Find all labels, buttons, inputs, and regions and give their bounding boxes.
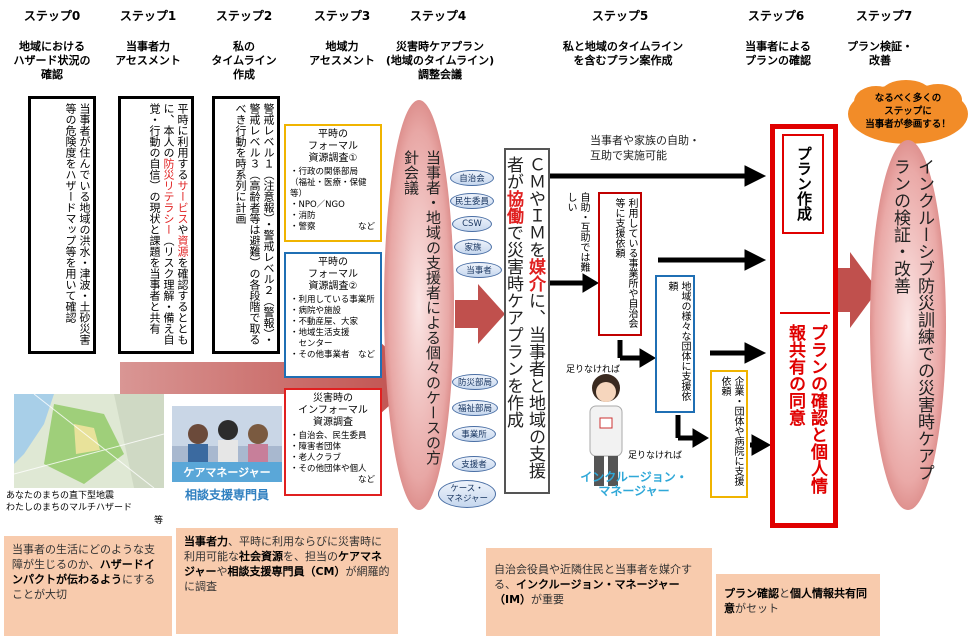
step2-label: ステップ2 bbox=[215, 9, 273, 23]
hazard-map-image bbox=[14, 394, 164, 488]
verify-oval bbox=[870, 140, 946, 510]
pill-family: 家族 bbox=[454, 239, 492, 255]
not-enough-label-1: 足りなければ bbox=[566, 365, 621, 375]
step1-label: ステップ1 bbox=[119, 9, 177, 23]
list-item: センター bbox=[290, 339, 333, 349]
meeting-text: 当事者・地域の支援者による個々のケースの方針会議 bbox=[402, 150, 442, 465]
callout-plan-consent: プラン確認と個人情報共有同意がセット bbox=[716, 574, 880, 636]
inclusion-manager-figure bbox=[589, 374, 623, 486]
step3-title: 地域力 アセスメント bbox=[309, 40, 375, 67]
arrow-to-verify bbox=[838, 252, 878, 328]
callout-social-resources: 当事者力、平時に利用ならびに災害時に利用可能な社会資源を、担当のケアマネジャーや… bbox=[176, 528, 398, 634]
list-item: など bbox=[290, 475, 376, 485]
cm-im-box: ＣＭやＩＭを媒介に、当事者と地域の支援者が協働で災害時ケアプランを作成 bbox=[503, 148, 550, 494]
care-manager-label: 相談支援専門員 bbox=[184, 488, 269, 502]
care-manager-banner: ケアマネージャー bbox=[172, 462, 282, 482]
support-request-box-1: 利用している事業所や自治会等に支援依頼 bbox=[598, 192, 642, 336]
step1-box: 平時に利用するサービスや資源を確認するとともに、本人の防災リテラシー（リスク理解… bbox=[118, 96, 194, 354]
verify-text: インクルーシブ防災訓練での災害時ケアプランの検証・改善 bbox=[890, 158, 934, 481]
list-item: ・行政の関係部局 bbox=[290, 167, 359, 177]
step3-formal-survey-2: 平時の フォーマル 資源調査② ・利用している事業所 ・病院や施設 ・不動産屋、… bbox=[284, 252, 382, 378]
cloud-shape bbox=[848, 80, 968, 144]
step6-title: 当事者による プランの確認 bbox=[745, 40, 811, 67]
map-caption-suffix: 等 bbox=[154, 516, 164, 526]
im-label: インクルージョン・ マネージャー bbox=[580, 470, 688, 498]
callout-hazard-impact: 当事者の生活にどのような支障が生じるのか、ハザードインパクトが伝わるようにするこ… bbox=[4, 536, 172, 636]
step2-box: 警戒レベル１（注意報）・警戒レベル２（警報）・警戒レベル３（高齢者等は避難）の各… bbox=[212, 96, 280, 354]
step7-title: プラン検証・ 改善 bbox=[847, 40, 913, 67]
cloud-text: なるべく多くの ステップに 当事者が参画する！ bbox=[865, 93, 951, 130]
step2-title: 私の タイムライン 作成 bbox=[211, 40, 277, 81]
step4-title: 災害時ケアプラン (地域のタイムライン) 調整会議 bbox=[385, 40, 495, 81]
list-item: ・病院や施設 bbox=[290, 306, 342, 316]
pill-csw: CSW bbox=[452, 216, 492, 232]
arrow-to-cm bbox=[455, 284, 505, 344]
step3-informal-survey: 災害時の インフォーマル 資源調査 ・自治会、民生委員 ・障害者団体 ・老人クラ… bbox=[284, 388, 382, 496]
meeting-oval bbox=[384, 100, 454, 510]
self-help-text: 当事者や家族の自助・ 互助で実施可能 bbox=[590, 134, 700, 162]
map-caption: あなたのまちの直下型地震 わたしのまちのマルチハザード bbox=[6, 491, 133, 513]
step4-label: ステップ4 bbox=[409, 9, 467, 23]
not-enough-label-2: 足りなければ bbox=[628, 451, 683, 461]
step7-label: ステップ7 bbox=[855, 9, 913, 23]
step3-label: ステップ3 bbox=[313, 9, 371, 23]
list-item: ・障害者団体 bbox=[290, 442, 342, 452]
step3-box1-title: 平時の フォーマル 資源調査① bbox=[308, 129, 358, 164]
step6-label: ステップ6 bbox=[747, 9, 805, 23]
plan-confirm-frame bbox=[770, 124, 838, 528]
difficult-text: 自助・互助では難しい bbox=[565, 192, 589, 272]
pill-shiensha: 支援者 bbox=[452, 456, 496, 472]
step0-label: ステップ0 bbox=[23, 9, 81, 23]
support-request-box-3: 企業・団体や病院に支援依頼 bbox=[710, 370, 748, 498]
step0-title: 地域における ハザード状況の 確認 bbox=[13, 40, 91, 81]
list-item: ・その他団体や個人 bbox=[290, 464, 367, 474]
main-flow-arrow bbox=[120, 342, 420, 414]
pill-jichikai: 自治会 bbox=[450, 170, 494, 186]
step5-label: ステップ5 bbox=[591, 9, 649, 23]
list-item: （福祉・医療・保健等） bbox=[290, 178, 367, 199]
plan-confirm-text: プランの確認と個人情報共有の同意 bbox=[780, 312, 830, 520]
list-item: ・地域生活支援 bbox=[290, 328, 350, 338]
pill-fukushi: 福祉部局 bbox=[452, 400, 498, 416]
step1-title: 当事者力 アセスメント bbox=[115, 40, 181, 67]
list-item: ・NPO／NGO bbox=[290, 200, 345, 210]
pill-case-manager: ケース・ マネジャー bbox=[438, 480, 496, 508]
step0-box: 当事者が住んでいる地域の洪水・津波・土砂災害等の危険度をハザードマップ等を用いて… bbox=[28, 96, 96, 354]
step3-formal-survey-1: 平時の フォーマル 資源調査① ・行政の関係部局 （福祉・医療・保健等） ・NP… bbox=[284, 124, 382, 242]
pill-jigyosho: 事業所 bbox=[452, 426, 496, 442]
step3-box3-title: 災害時の インフォーマル 資源調査 bbox=[298, 393, 368, 428]
step5-title: 私と地域のタイムライン を含むプラン案作成 bbox=[562, 40, 684, 67]
list-item: ・不動産屋、大家 bbox=[290, 317, 359, 327]
callout-inclusion-manager: 自治会役員や近隣住民と当事者を媒介する、インクルージョン・マネージャー（IM）が… bbox=[486, 548, 712, 636]
step3-box2-title: 平時の フォーマル 資源調査② bbox=[308, 257, 358, 292]
list-item: ・自治会、民生委員 bbox=[290, 431, 367, 441]
list-item: ・老人クラブ bbox=[290, 453, 342, 463]
list-item: ・消防 bbox=[290, 211, 316, 221]
pill-tojisha: 当事者 bbox=[456, 262, 502, 278]
plan-creation-box: プラン作成 bbox=[782, 134, 824, 234]
list-item: ・警察 など bbox=[290, 222, 376, 232]
pill-bousai: 防災部局 bbox=[452, 374, 498, 390]
list-item: ・利用している事業所 bbox=[290, 295, 375, 305]
support-request-box-2: 地域の様々な団体に支援依頼 bbox=[655, 275, 695, 413]
pill-minsei: 民生委員 bbox=[450, 193, 494, 209]
list-item: ・その他事業者 など bbox=[290, 350, 376, 360]
